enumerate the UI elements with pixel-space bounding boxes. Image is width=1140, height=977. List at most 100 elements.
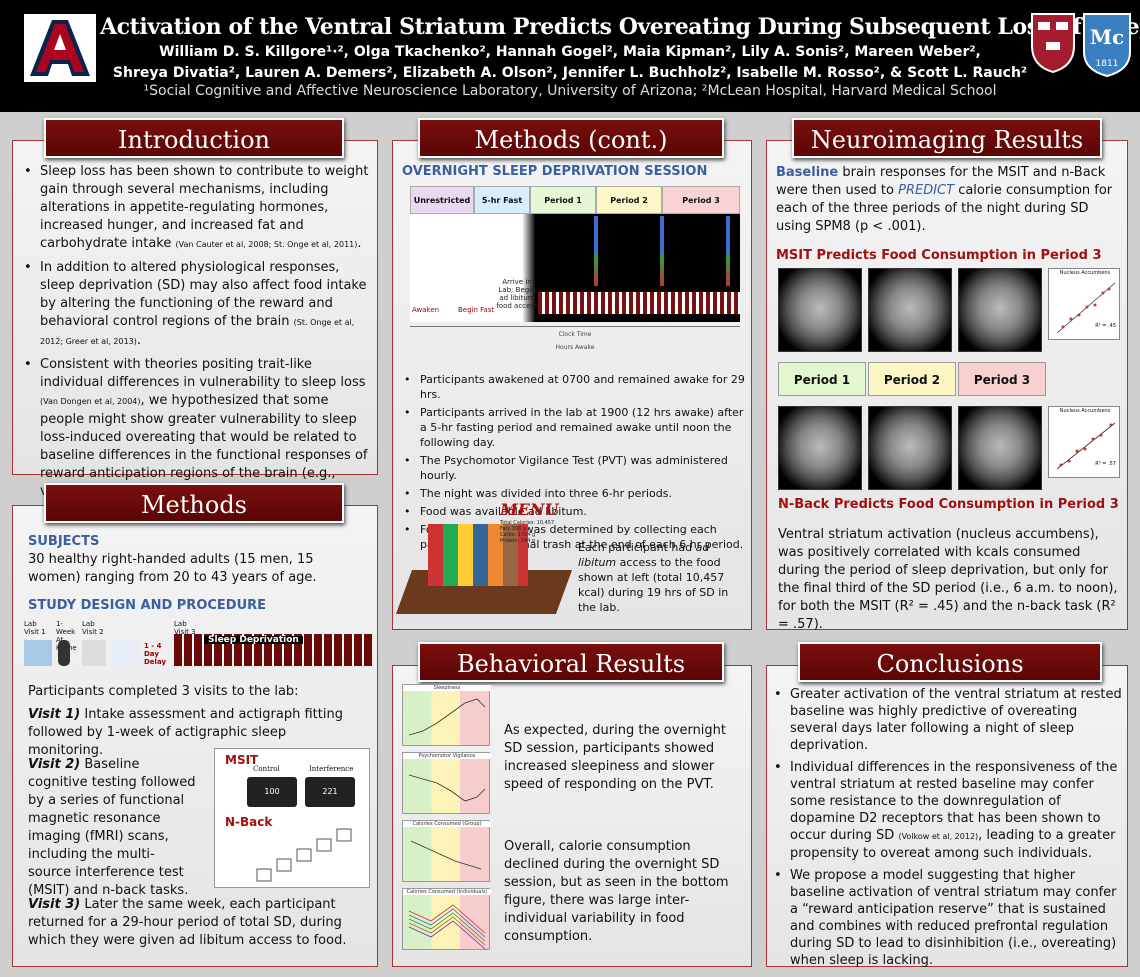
methods-cont-bullet-4: The night was divided into three 6-hr pe… [402,486,746,501]
conclusion-bullet-2: Individual differences in the responsive… [772,759,1124,862]
nback-scatter: Nucleus Accumbens R² = .57 [1048,406,1120,478]
visit-3-text: Visit 3) Later the same week, each parti… [28,897,347,948]
brain-slice-nback-1 [778,406,862,490]
timeline-label-visit1: Lab Visit 1 [24,620,46,636]
nback-scatter-r2: R² = .57 [1095,461,1116,467]
methods-cont-bullet-1: Participants awakened at 0700 and remain… [402,372,746,402]
visits-intro: Participants completed 3 visits to the l… [28,684,299,699]
behavioral-chart-2: Psychomotor Vigilance [402,752,491,814]
task-diagram: MSIT Control Interference 100 221 N-Back [214,748,370,888]
pvt-marker-3 [726,216,730,286]
behavioral-chart-4: Calories Consumed (Individuals) [402,888,491,950]
session-segment-2: 5-hr Fast [474,186,530,214]
mclean-year: 1811 [1096,59,1119,69]
intro-bullet-3: Consistent with theories positing trait-… [22,356,372,501]
poster-title: Activation of the Ventral Striatum Predi… [100,14,1140,40]
menu-title: MENU [500,500,559,519]
period-legend-2: Period 2 [868,362,956,396]
behavioral-chart-title: Sleepiness [403,685,491,691]
session-heading: OVERNIGHT SLEEP DEPRIVATION SESSION [402,164,708,179]
annotation-awaken: Awaken [412,306,440,314]
introduction-body: Sleep loss has been shown to contribute … [22,163,372,506]
subjects-heading: SUBJECTS [28,534,100,549]
actigraph-icon [58,640,70,666]
conclusions-title: Conclusions [798,642,1102,682]
session-segment-5: Period 3 [662,186,740,214]
session-segment-3: Period 1 [530,186,596,214]
conclusion-bullet-3: We propose a model suggesting that highe… [772,867,1124,969]
behavioral-chart-3: Calories Consumed (Group) [402,820,491,882]
timeline-visit2-box [82,640,106,666]
menu-line: Carbs: 1724 g [500,532,536,538]
timeline-sd-label: Sleep Deprivation [204,636,303,645]
behavioral-chart-trend [410,840,482,870]
intro-bullet-2: In addition to altered physiological res… [22,259,372,351]
behavioral-text-1: As expected, during the overnight SD ses… [504,723,727,792]
behavioral-chart-title: Calories Consumed (Group) [403,821,491,827]
behavioral-chart-title: Calories Consumed (Individuals) [403,889,491,895]
brain-slice-msit-3 [958,268,1042,352]
msit-predicts-heading: MSIT Predicts Food Consumption in Period… [776,248,1102,263]
brain-slice-msit-2 [868,268,952,352]
brain-slice-nback-2 [868,406,952,490]
study-design-heading: STUDY DESIGN AND PROCEDURE [28,598,267,613]
introduction-title: Introduction [44,118,344,158]
annotation-begin-fast: Begin Fast [458,306,495,314]
timeline-visit1-box [24,640,52,666]
pvt-marker-1 [594,216,598,286]
methods-cont-bullet-2: Participants arrived in the lab at 1900 … [402,405,746,450]
harvard-shield-logo [1031,13,1075,74]
affiliations: ¹Social Cognitive and Affective Neurosci… [143,83,997,99]
intro-bullet-1: Sleep loss has been shown to contribute … [22,163,372,254]
timeline-label-visit2: Lab Visit 2 [82,620,104,636]
methods-cont-title: Methods (cont.) [418,118,724,158]
behavioral-title: Behavioral Results [418,642,724,682]
neuro-title: Neuroimaging Results [792,118,1102,158]
authors-line-1: William D. S. Killgore¹·², Olga Tkachenk… [159,44,981,60]
methods-cont-bullet-5: Food was available ad libitum. [402,504,746,519]
brain-slice-nback-3 [958,406,1042,490]
subjects-text: 30 healthy right-handed adults (15 men, … [28,552,317,585]
poster-header: Activation of the Ventral Striatum Predi… [0,0,1140,112]
menu-line: Protein: 244 g [500,538,536,544]
neuro-summary: Ventral striatum activation (nucleus acc… [778,527,1118,632]
annotation-arrive: Arrive in Lab; Begin ad libitum food acc… [496,278,538,310]
visit-2-text: Visit 2) Baseline cognitive testing foll… [28,757,196,898]
msit-control-label: Control [253,765,280,773]
msit-scatter-title: Nucleus Accumbens [1059,270,1111,276]
behavioral-chart-trend [408,698,486,736]
visit-1-text: Visit 1) Intake assessment and actigraph… [28,707,343,758]
period-legend-1: Period 1 [778,362,866,396]
msit-scatter: Nucleus Accumbens R² = .45 [1048,268,1120,340]
cognitive-tests-box [110,640,140,666]
methods-cont-bullet-3: The Psychomotor Vigilance Test (PVT) was… [402,453,746,483]
axis-hours-awake: Hours Awake [555,344,595,351]
menu-line: Total Calories: 10,457 [500,520,555,526]
axis-clock-time: Clock Time [410,326,740,340]
mclean-hospital-logo: Mc 1811 [1083,13,1131,78]
session-segment-4: Period 2 [596,186,662,214]
nback-predicts-heading: N-Back Predicts Food Consumption in Peri… [778,497,1119,512]
behavioral-chart-trend [408,904,486,950]
study-timeline: Lab Visit 1 1-Week At Home Lab Visit 2 L… [24,620,372,672]
author-list: William D. S. Killgore¹·², Olga Tkachenk… [100,42,1040,84]
behavioral-chart-1: Sleepiness [402,684,491,746]
conclusion-bullet-1: Greater activation of the ventral striat… [772,686,1124,754]
timeline-label-visit3: Lab Visit 3 [174,620,196,636]
methods-panel [12,505,378,967]
msit-scatter-r2: R² = .45 [1095,323,1116,329]
nback-stimuli-diagram [256,828,352,882]
svg-text:Mc: Mc [1090,25,1124,49]
period-legend-3: Period 3 [958,362,1046,396]
university-of-arizona-logo [24,14,96,82]
nback-scatter-title: Nucleus Accumbens [1059,408,1111,414]
msit-control-screen: 100 [247,777,297,807]
behavioral-chart-title: Psychomotor Vigilance [403,753,491,759]
behavioral-text-2: Overall, calorie consumption declined du… [504,839,729,944]
